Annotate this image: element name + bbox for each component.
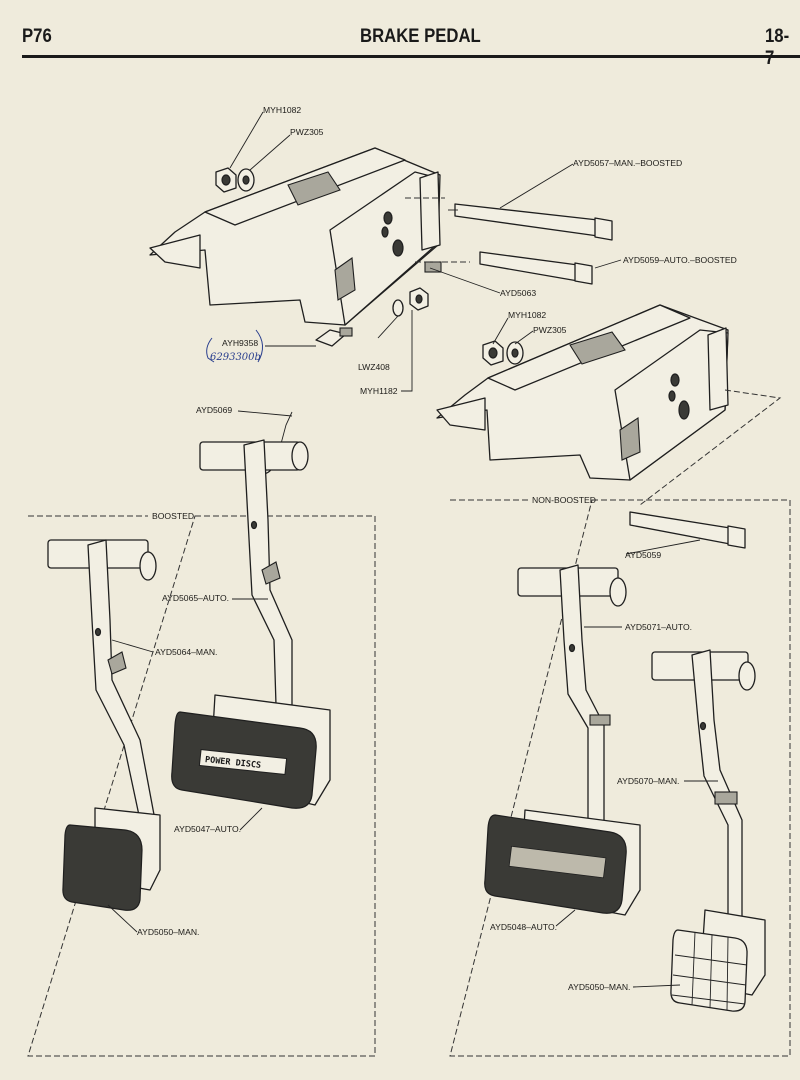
label-myh1082-top: MYH1082 (263, 105, 301, 115)
page-title: BRAKE PEDAL (360, 26, 481, 47)
label-pwz305-top: PWZ305 (290, 127, 324, 137)
nut-myh1082-right (482, 340, 504, 366)
bolt-ayd5057 (448, 203, 613, 241)
section-number: 18-7 (765, 26, 790, 69)
bracket-top (149, 147, 442, 326)
page-number: P76 (22, 26, 52, 47)
pad-ayd5050-right (670, 909, 766, 1012)
label-ayd5050-left: AYD5050–MAN. (137, 927, 199, 937)
handwritten-annotation: 6293300b (206, 329, 263, 363)
washer-pwz305-top (237, 168, 255, 192)
label-ayd5057: AYD5057–MAN.–BOOSTED (573, 158, 682, 168)
switch-ayh9358 (315, 327, 353, 347)
washer-lwz408 (392, 299, 404, 317)
label-ayd5059-right: AYD5059 (625, 550, 661, 560)
label-ayd5064: AYD5064–MAN. (155, 647, 217, 657)
pedal-arm-ayd5064 (47, 539, 157, 821)
label-ayd5065: AYD5065–AUTO. (162, 593, 229, 603)
pedal-arm-ayd5070 (651, 649, 756, 931)
nonboosted-box (449, 499, 791, 1057)
label-ayd5048: AYD5048–AUTO. (490, 922, 557, 932)
leader-lines (107, 111, 718, 988)
pedal-arm-ayd5065 (199, 439, 309, 706)
bolt-ayd5059-boosted (479, 251, 593, 285)
label-ayd5059-boosted: AYD5059–AUTO.–BOOSTED (623, 255, 737, 265)
label-lwz408: LWZ408 (358, 362, 390, 372)
header-rule (22, 55, 800, 58)
label-ayd5063: AYD5063 (500, 288, 536, 298)
pad-ayd5047: POWER DISCS (171, 694, 331, 809)
pedal-arm-ayd5071 (517, 564, 627, 831)
bolt-ayd5059-right (629, 511, 746, 549)
label-ayd5071: AYD5071–AUTO. (625, 622, 692, 632)
label-myh1182: MYH1182 (360, 386, 398, 396)
pad-ayd5048 (484, 809, 641, 916)
nut-myh1182 (409, 287, 429, 311)
handwritten-note: 6293300b (210, 352, 261, 363)
label-pwz305-right: PWZ305 (533, 325, 567, 335)
boosted-box-label: BOOSTED (152, 511, 194, 521)
label-myh1082-right: MYH1082 (508, 310, 546, 320)
pad-ayd5050-left (62, 807, 161, 911)
label-ayd5050-right: AYD5050–MAN. (568, 982, 630, 992)
nut-myh1082-top (215, 167, 237, 193)
bracket-right (436, 304, 729, 481)
label-ayd5047: AYD5047–AUTO. (174, 824, 241, 834)
label-ayd5069: AYD5069 (196, 405, 232, 415)
washer-pwz305-right (506, 341, 524, 365)
align-line-3 (639, 389, 782, 506)
label-ayd5070: AYD5070–MAN. (617, 776, 679, 786)
label-ayh9358: AYH9358 (222, 338, 258, 348)
nonboosted-box-label: NON-BOOSTED (532, 495, 596, 505)
